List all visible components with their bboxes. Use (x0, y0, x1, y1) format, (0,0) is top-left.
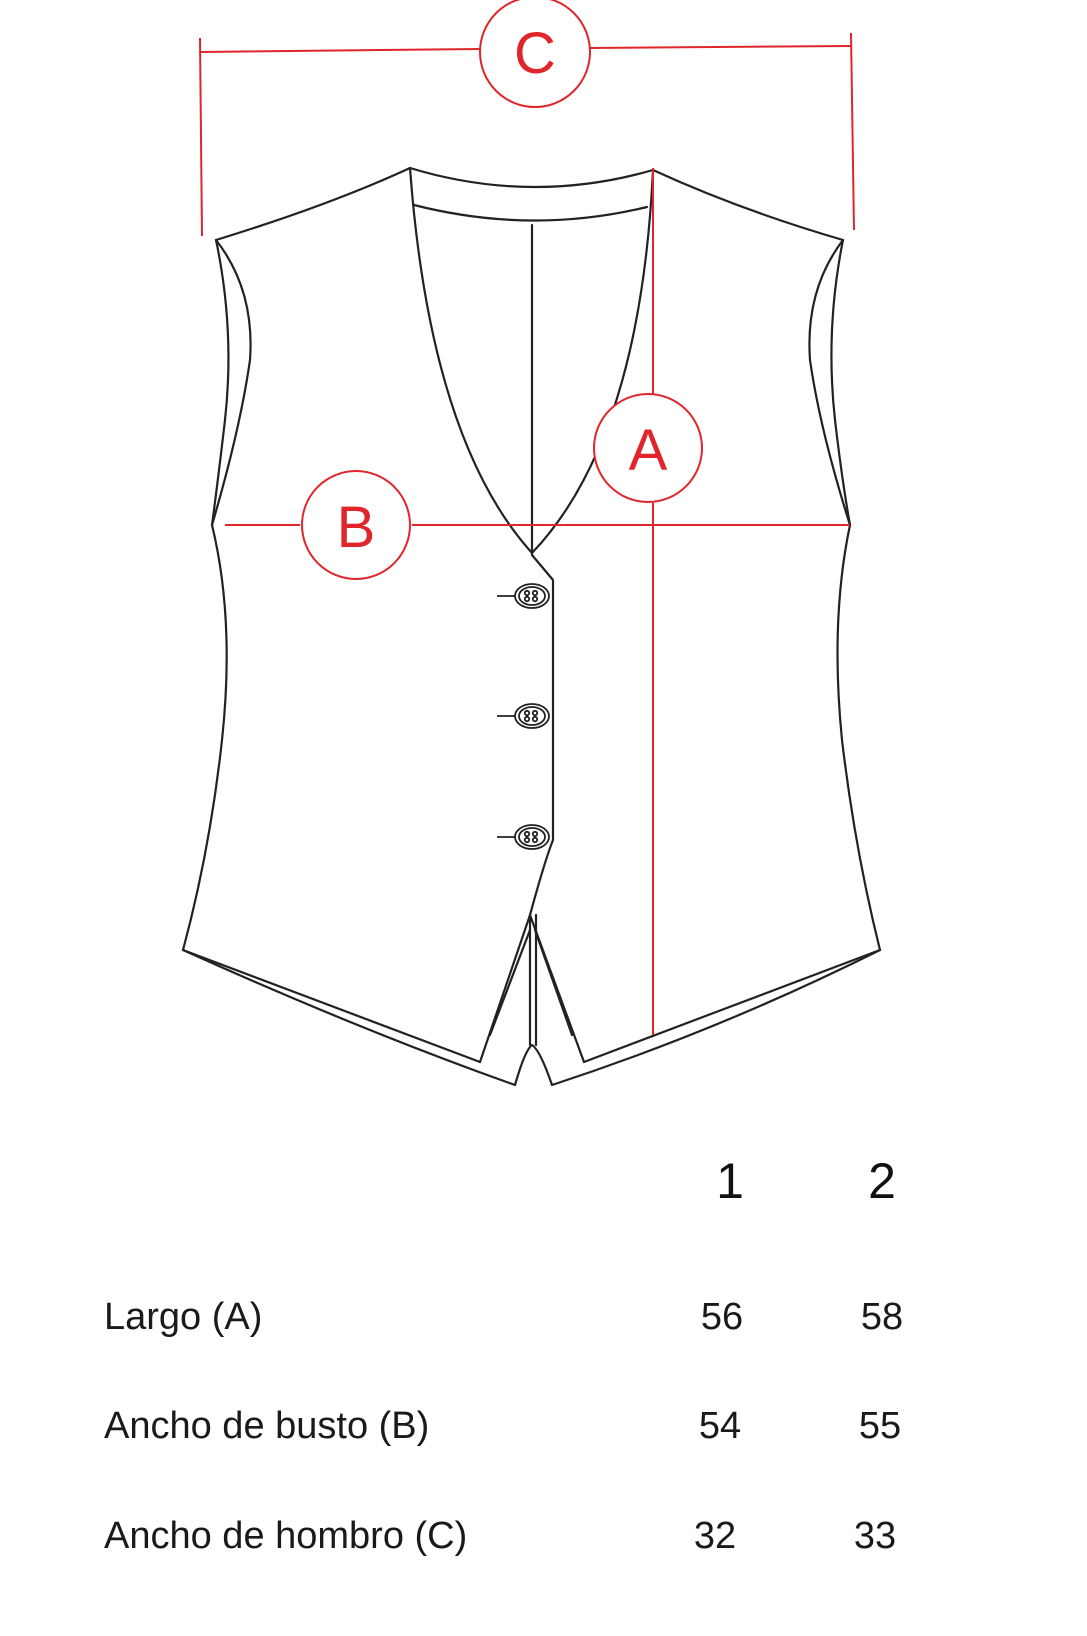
marker-b: B (301, 470, 411, 580)
marker-a: A (593, 393, 703, 503)
vest-button-icon (497, 824, 550, 850)
size-header-2: 2 (868, 1153, 896, 1209)
vest-diagram: C A B (181, 0, 882, 1087)
vest-outline (181, 166, 882, 1087)
shoulder-width-right-tick (850, 32, 855, 231)
cell-bust-size-2: 55 (858, 1405, 902, 1447)
cell-length-size-1: 56 (700, 1296, 744, 1338)
vest-button-icon (497, 703, 550, 729)
shoulder-width-left-tick (199, 37, 203, 237)
vest-button-icon (497, 583, 550, 609)
cell-bust-size-1: 54 (698, 1405, 742, 1447)
shoulder-width-line (199, 45, 852, 53)
size-header-1: 1 (716, 1153, 744, 1209)
row-label-length: Largo (A) (104, 1296, 263, 1338)
marker-c: C (479, 0, 591, 108)
measurement-lines (199, 32, 855, 1035)
cell-length-size-2: 58 (860, 1296, 904, 1338)
marker-c-label: C (514, 21, 556, 86)
button-icons (497, 583, 550, 850)
row-label-shoulder: Ancho de hombro (C) (104, 1515, 468, 1557)
cell-shoulder-size-1: 32 (693, 1515, 737, 1557)
cell-shoulder-size-2: 33 (853, 1515, 897, 1557)
marker-a-label: A (629, 418, 668, 483)
row-label-bust: Ancho de busto (B) (104, 1405, 430, 1447)
marker-b-label: B (337, 495, 376, 560)
